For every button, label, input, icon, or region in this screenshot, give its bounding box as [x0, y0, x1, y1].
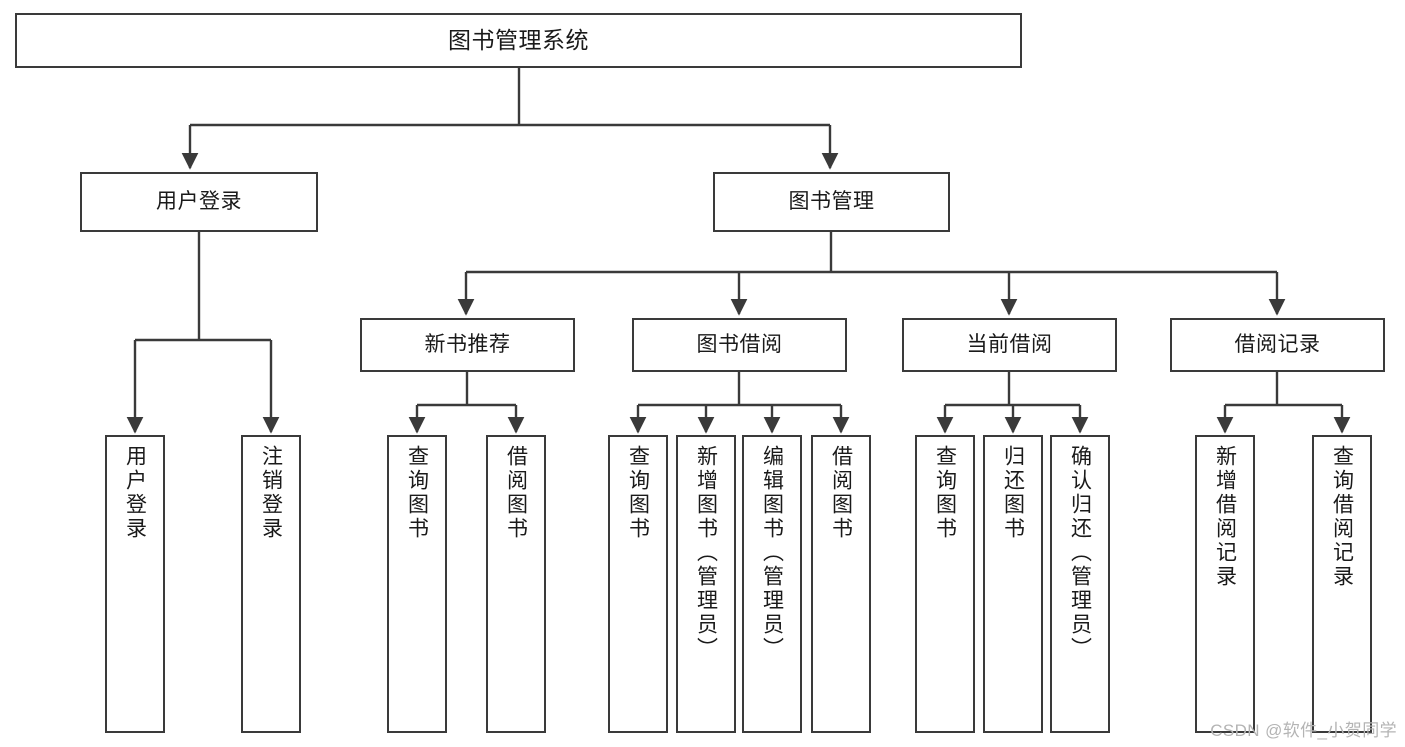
node-leaf-query-book-2-label: 查询图书 [626, 445, 650, 541]
node-current-borrow-label: 当前借阅 [966, 333, 1053, 357]
node-book-borrow-label: 图书借阅 [696, 333, 783, 357]
node-leaf-edit-book-label: 编辑图书（管理员） [760, 445, 784, 661]
watermark: CSDN @软件_小贺同学 [1210, 721, 1397, 740]
node-root-label: 图书管理系统 [448, 26, 589, 53]
node-book-management[interactable]: 图书管理 [713, 172, 950, 232]
node-new-book-recommend-label: 新书推荐 [424, 333, 511, 357]
node-leaf-borrow-book-1[interactable]: 借阅图书 [486, 435, 546, 733]
node-leaf-user-login-label: 用户登录 [123, 445, 147, 541]
node-leaf-add-book[interactable]: 新增图书（管理员） [676, 435, 736, 733]
node-leaf-add-record-label: 新增借阅记录 [1213, 445, 1237, 589]
node-leaf-return-book-label: 归还图书 [1001, 445, 1025, 541]
node-borrow-record-label: 借阅记录 [1234, 333, 1321, 357]
node-book-management-label: 图书管理 [788, 190, 875, 214]
node-leaf-confirm-return[interactable]: 确认归还（管理员） [1050, 435, 1110, 733]
node-leaf-confirm-return-label: 确认归还（管理员） [1068, 445, 1092, 661]
node-leaf-query-book-3-label: 查询图书 [933, 445, 957, 541]
node-leaf-query-record-label: 查询借阅记录 [1330, 445, 1354, 589]
node-new-book-recommend[interactable]: 新书推荐 [360, 318, 575, 372]
node-leaf-borrow-book-2[interactable]: 借阅图书 [811, 435, 871, 733]
node-leaf-borrow-book-1-label: 借阅图书 [504, 445, 528, 541]
node-user-login-label: 用户登录 [156, 190, 242, 214]
node-leaf-user-logout[interactable]: 注销登录 [241, 435, 301, 733]
node-leaf-query-book-2[interactable]: 查询图书 [608, 435, 668, 733]
node-leaf-return-book[interactable]: 归还图书 [983, 435, 1043, 733]
node-leaf-edit-book[interactable]: 编辑图书（管理员） [742, 435, 802, 733]
node-current-borrow[interactable]: 当前借阅 [902, 318, 1117, 372]
node-book-borrow[interactable]: 图书借阅 [632, 318, 847, 372]
node-leaf-borrow-book-2-label: 借阅图书 [829, 445, 853, 541]
node-leaf-add-record[interactable]: 新增借阅记录 [1195, 435, 1255, 733]
node-leaf-user-login[interactable]: 用户登录 [105, 435, 165, 733]
node-user-login[interactable]: 用户登录 [80, 172, 318, 232]
node-root[interactable]: 图书管理系统 [15, 13, 1022, 68]
node-leaf-user-logout-label: 注销登录 [259, 445, 283, 541]
node-leaf-add-book-label: 新增图书（管理员） [694, 445, 718, 661]
node-leaf-query-book-3[interactable]: 查询图书 [915, 435, 975, 733]
node-leaf-query-book-1[interactable]: 查询图书 [387, 435, 447, 733]
node-leaf-query-record[interactable]: 查询借阅记录 [1312, 435, 1372, 733]
node-borrow-record[interactable]: 借阅记录 [1170, 318, 1385, 372]
node-leaf-query-book-1-label: 查询图书 [405, 445, 429, 541]
